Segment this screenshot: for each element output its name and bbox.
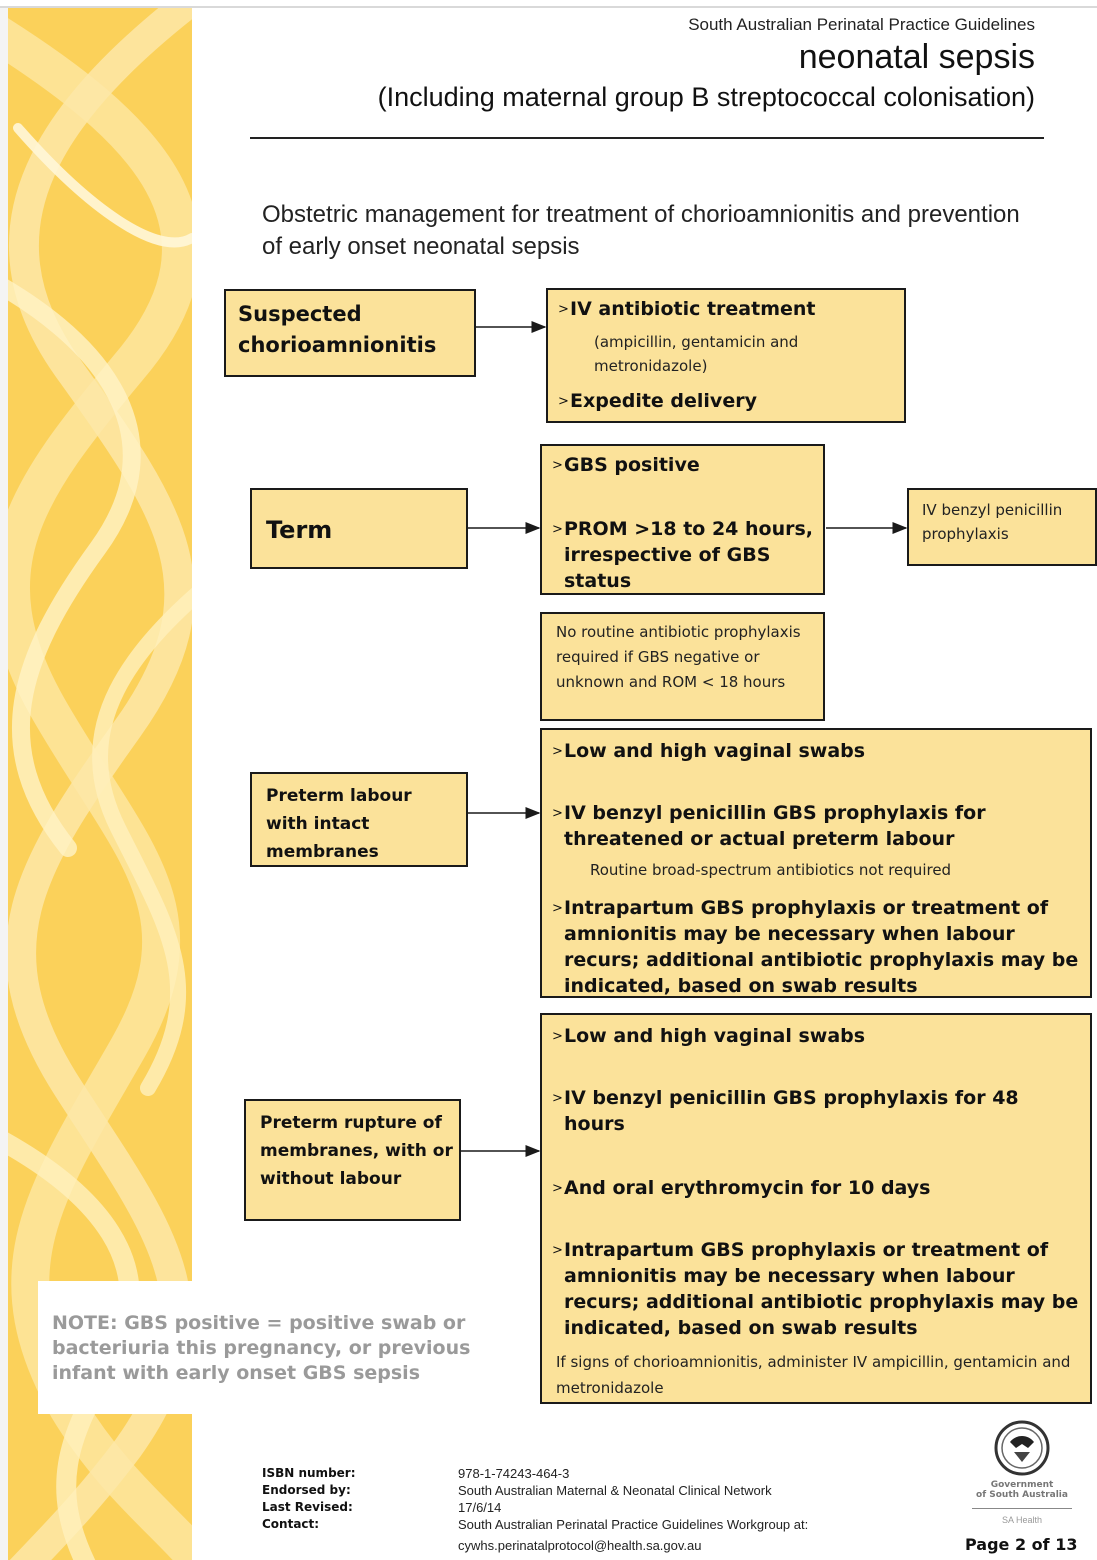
page-number: Page 2 of 13 (965, 1535, 1078, 1554)
header-rule (250, 137, 1044, 139)
preterm-labour-actions-box: >Low and high vaginal swabs >IV benzyl p… (540, 728, 1092, 998)
revised-value: 17/6/14 (458, 1500, 502, 1515)
revised-label: Last Revised: (262, 1500, 353, 1514)
contact-value: South Australian Perinatal Practice Guid… (458, 1517, 809, 1532)
chorioamnionitis-box: Suspected chorioamnionitis (224, 289, 476, 377)
prom-chorio-note: If signs of chorioamnionitis, administer… (556, 1353, 1071, 1397)
term-criteria-box: >GBS positive >PROM >18 to 24 hours, irr… (540, 444, 825, 595)
isbn-label: ISBN number: (262, 1466, 356, 1480)
gbs-note-text: NOTE: GBS positive = positive swab or ba… (52, 1312, 471, 1384)
crest-icon (994, 1420, 1050, 1476)
prom-erythromycin-item: >And oral erythromycin for 10 days (552, 1177, 931, 1199)
page-subtitle: (Including maternal group B streptococca… (377, 82, 1035, 112)
preterm-labour-broad-spectrum-note: Routine broad-spectrum antibiotics not r… (590, 861, 952, 879)
prom-box: Preterm rupture of membranes, with or wi… (244, 1099, 461, 1221)
prom-actions-box: >Low and high vaginal swabs >IV benzyl p… (540, 1013, 1092, 1404)
prom-penicillin-item: >IV benzyl penicillin GBS prophylaxis fo… (552, 1087, 1019, 1135)
page-title: neonatal sepsis (798, 38, 1035, 76)
logo-divider (972, 1508, 1072, 1509)
flowchart-heading: Obstetric management for treatment of ch… (262, 201, 1020, 260)
contact-label: Contact: (262, 1517, 320, 1531)
page-edge (0, 8, 8, 1560)
term-gbs-positive-item: >GBS positive (552, 454, 700, 476)
contact-email-link[interactable]: cywhs.perinatalprotocol@health.sa.gov.au (458, 1538, 702, 1553)
prom-label: Preterm rupture of membranes, with or wi… (260, 1113, 453, 1189)
gbs-note-box: NOTE: GBS positive = positive swab or ba… (38, 1281, 508, 1414)
term-label: Term (266, 516, 333, 544)
footer-values: 978-1-74243-464-3 South Australian Mater… (458, 1465, 808, 1554)
prom-swabs-item: >Low and high vaginal swabs (552, 1025, 866, 1047)
preterm-labour-swabs-item: >Low and high vaginal swabs (552, 740, 866, 762)
preterm-labour-intrapartum-item: >Intrapartum GBS prophylaxis or treatmen… (552, 897, 1079, 997)
chorio-antibiotics-note: (ampicillin, gentamicin and metronidazol… (594, 333, 799, 375)
endorsed-label: Endorsed by: (262, 1483, 351, 1497)
term-box: Term (250, 488, 468, 569)
prom-intrapartum-item: >Intrapartum GBS prophylaxis or treatmen… (552, 1239, 1079, 1339)
preterm-labour-box: Preterm labour with intact membranes (250, 772, 468, 867)
logo-government-text: Government of South Australia (976, 1480, 1068, 1500)
preterm-labour-penicillin-item: >IV benzyl penicillin GBS prophylaxis fo… (552, 802, 986, 850)
logo-sa-health-text: SA Health (1001, 1515, 1043, 1525)
term-outcome-box: IV benzyl penicillin prophylaxis (907, 488, 1097, 566)
guideline-series: South Australian Perinatal Practice Guid… (688, 15, 1035, 34)
top-border (0, 6, 1097, 8)
chorio-treatment-item: >IV antibiotic treatment (558, 298, 816, 320)
term-outcome-text: IV benzyl penicillin prophylaxis (922, 501, 1063, 543)
isbn-value: 978-1-74243-464-3 (458, 1466, 570, 1481)
government-logo: Government of South Australia SA Health (962, 1418, 1082, 1538)
chorioamnionitis-label: Suspected chorioamnionitis (238, 302, 437, 357)
term-prom-item: >PROM >18 to 24 hours, irrespective of G… (552, 518, 814, 592)
footer-labels: ISBN number: Endorsed by: Last Revised: … (262, 1465, 356, 1533)
chorio-expedite-item: >Expedite delivery (558, 390, 757, 412)
chorio-treatment-box: >IV antibiotic treatment (ampicillin, ge… (546, 288, 906, 423)
no-routine-text: No routine antibiotic prophylaxis requir… (556, 623, 801, 691)
no-routine-box: No routine antibiotic prophylaxis requir… (540, 612, 825, 721)
preterm-labour-label: Preterm labour with intact membranes (266, 786, 412, 862)
endorsed-value: South Australian Maternal & Neonatal Cli… (458, 1483, 772, 1498)
